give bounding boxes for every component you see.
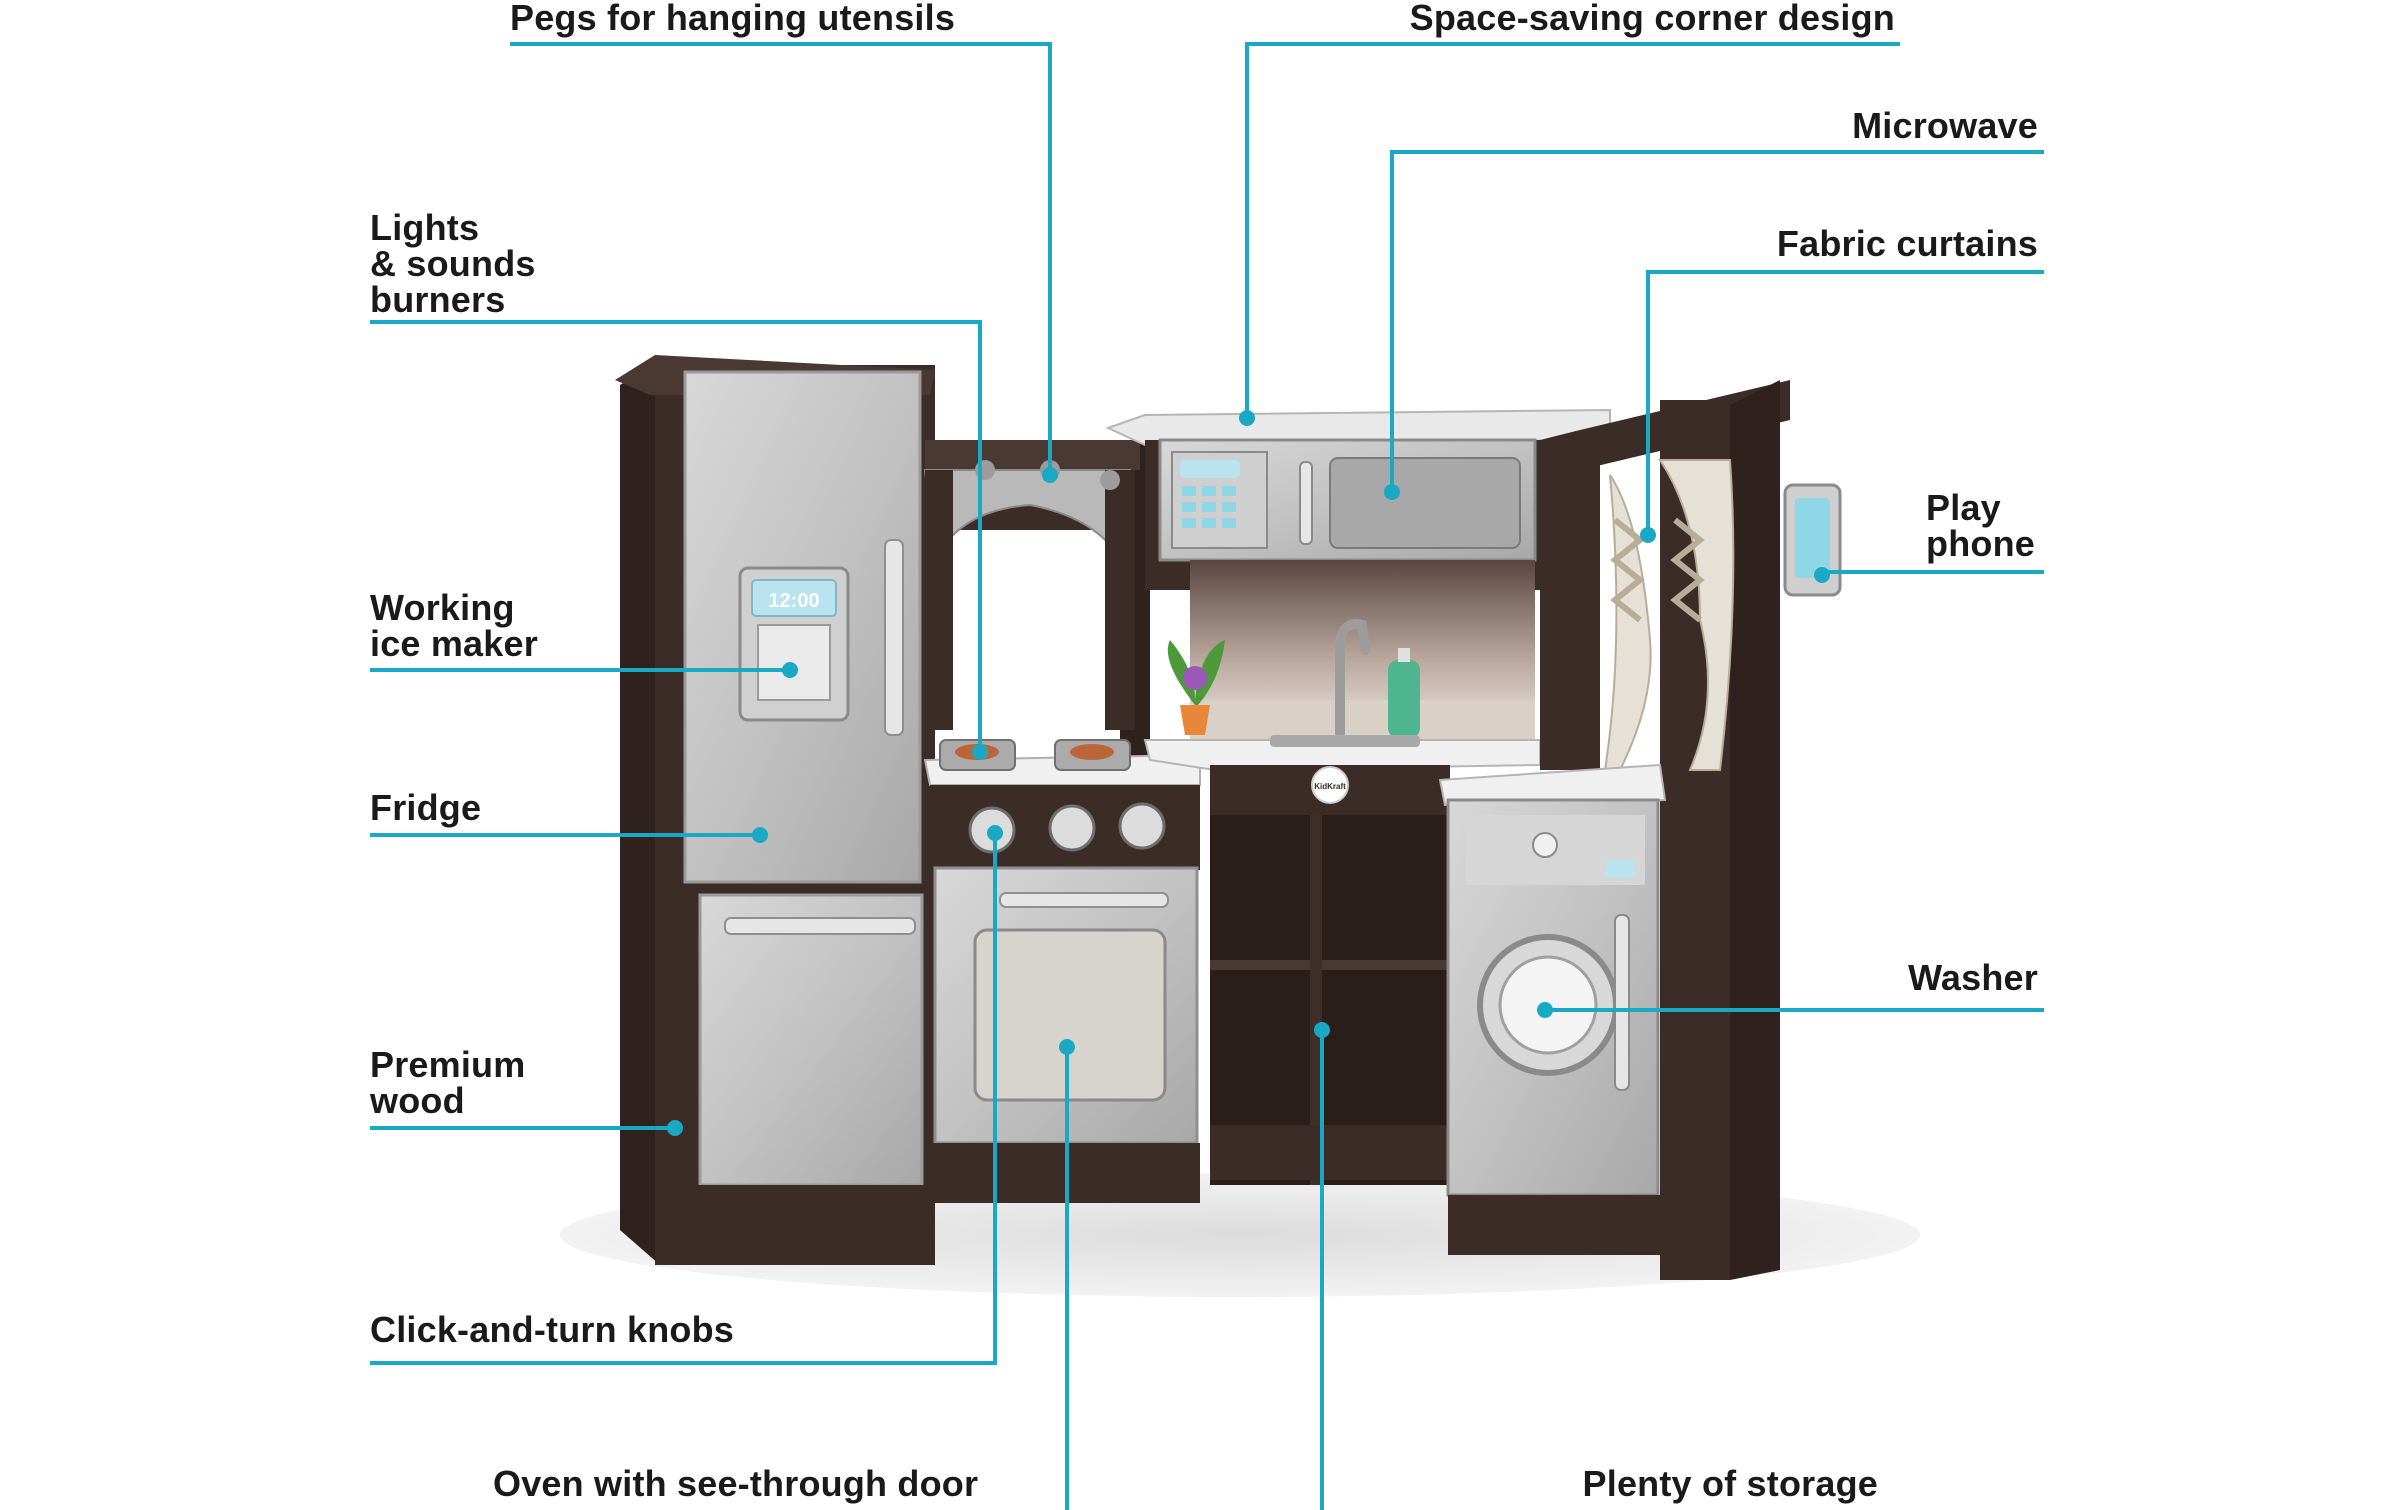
- line-corner: [1245, 42, 1900, 418]
- fridge-handle: [884, 539, 904, 736]
- line-oven: [1065, 1047, 1069, 1510]
- label-storage: Plenty of storage: [1582, 1463, 1878, 1504]
- sink-unit: KidKraft: [1105, 408, 1611, 1185]
- label-fridge: Fridge: [370, 787, 482, 828]
- dot-pegs: [1042, 467, 1058, 483]
- dot-storage: [1314, 1022, 1330, 1038]
- fridge-lower-door: [698, 893, 924, 1187]
- line-burners: [370, 320, 982, 752]
- oven-window: [973, 928, 1167, 1102]
- label-oven: Oven with see-through door: [493, 1463, 979, 1504]
- dot-curtains: [1640, 527, 1656, 543]
- dot-ice-maker: [782, 662, 798, 678]
- line-curtains: [1646, 270, 2044, 535]
- dot-burners: [972, 744, 988, 760]
- label-pegs: Pegs for hanging utensils: [510, 0, 956, 38]
- label-phone: Play phone: [1926, 487, 2035, 564]
- oven-handle: [999, 892, 1169, 908]
- brand-logo: [1311, 766, 1349, 804]
- line-pegs: [510, 42, 1052, 472]
- dot-corner: [1239, 410, 1255, 426]
- dot-microwave: [1384, 484, 1400, 500]
- dot-oven: [1059, 1039, 1075, 1055]
- label-curtains: Fabric curtains: [1776, 223, 2038, 264]
- label-wood: Premium wood: [370, 1044, 526, 1121]
- dot-wood: [667, 1120, 683, 1136]
- label-corner: Space-saving corner design: [1409, 0, 1895, 38]
- line-knobs: [370, 833, 997, 1365]
- label-burners: Lights & sounds burners: [370, 207, 536, 320]
- freezer-handle: [724, 917, 916, 935]
- knob-2: [1048, 804, 1096, 852]
- dot-washer: [1537, 1002, 1553, 1018]
- faucet: [1335, 619, 1370, 740]
- label-microwave: Microwave: [1852, 105, 2038, 146]
- storage-shelves: [1210, 815, 1450, 1185]
- svg-text:KidKraft: KidKraft: [1314, 782, 1346, 791]
- knob-3: [1118, 802, 1166, 850]
- dot-phone: [1814, 567, 1830, 583]
- soap-bottle: [1388, 660, 1420, 738]
- toy-plant: [1167, 640, 1225, 735]
- dot-fridge: [752, 827, 768, 843]
- line-microwave: [1390, 150, 2044, 492]
- label-knobs: Click-and-turn knobs: [370, 1309, 735, 1350]
- label-ice-maker: Working ice maker: [370, 587, 538, 664]
- label-washer: Washer: [1908, 957, 2038, 998]
- callout-lines: [370, 42, 2044, 1510]
- fridge-unit: 12:00: [615, 355, 935, 1265]
- line-storage: [1320, 1030, 1324, 1510]
- washer-unit: [1438, 380, 1842, 1280]
- dot-knobs: [987, 825, 1003, 841]
- ice-maker-clock: 12:00: [768, 590, 819, 612]
